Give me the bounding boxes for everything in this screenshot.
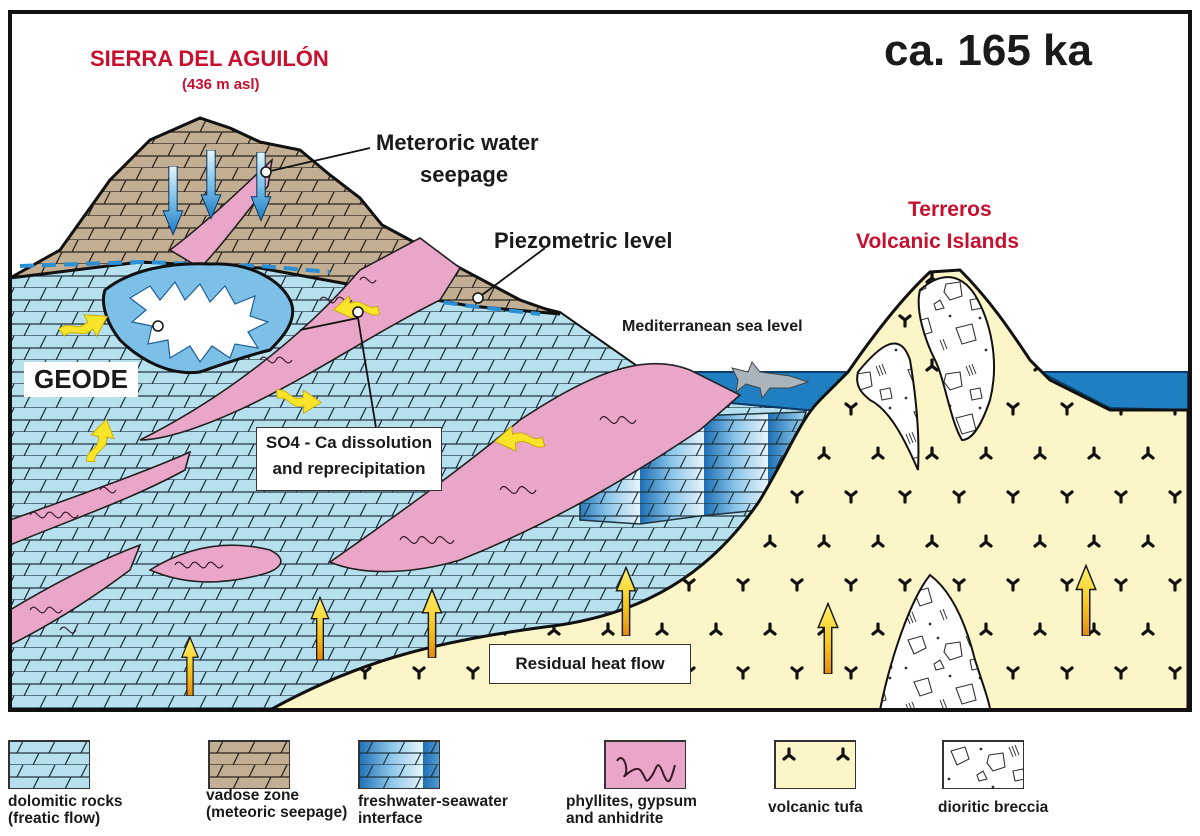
so4-label-line1: SO4 - Ca dissolution [265,433,433,452]
legend-sublabel: (meteoric seepage) [206,804,348,821]
sea-level-label: Mediterranean sea level [622,318,803,335]
legend-label: freshwater-seawater [358,793,508,810]
phyllite-gypsum-anhydrite-bands [9,157,742,647]
frame-border [8,10,1192,712]
vadose-swatch-icon [208,740,290,789]
legend-dolomitic-rocks: dolomitic rocks (freatic flow) [8,740,123,827]
legend-dioritic-breccia: dioritic breccia [924,740,1048,816]
so4-label-line2: and reprecipitation [272,459,426,478]
legend-freshwater-seawater: freshwater-seawater interface [358,740,508,827]
dolomite-swatch-icon [8,740,90,789]
legend-label: phyllites, gypsum [566,793,697,810]
annotation-leader-lines [158,147,546,441]
phyllite-swatch-icon [604,740,686,789]
legend-sublabel: (freatic flow) [8,810,101,827]
mountain-name-label: SIERRA DEL AGUILÓN [90,46,329,71]
geode-label: GEODE [24,362,138,397]
geode [102,262,295,375]
interface-swatch-icon [358,740,440,789]
so4-ca-dissolution-box: SO4 - Ca dissolution and reprecipitation [256,427,442,491]
legend-phyllites: phyllites, gypsum and anhidrite [566,740,697,827]
legend-label: dolomitic rocks [8,793,123,810]
phyllite-squiggles [29,276,637,634]
legend-vadose-zone: vadose zone (meteoric seepage) [206,740,347,821]
meteoric-seepage-label-line1: Meteroric water [376,130,539,155]
dioritic-breccia-bodies [856,276,996,711]
meteoric-seepage-label-line2: seepage [420,162,509,187]
island-name-line2: Volcanic Islands [856,230,1020,253]
leader-line-anchors [152,166,484,332]
legend-label: dioritic breccia [938,799,1049,816]
mountain-elevation-label: (436 m asl) [182,76,260,93]
legend-label: vadose zone [206,787,300,804]
legend-sublabel: interface [358,810,423,827]
island-name-line1: Terreros [908,198,992,221]
legend-label: volcanic tufa [768,799,863,816]
shark-icon [731,361,810,400]
legend-volcanic-tufa: volcanic tufa [768,740,863,816]
residual-heat-flow-box: Residual heat flow [489,644,691,684]
legend-sublabel: and anhidrite [566,810,664,827]
piezometric-level-label: Piezometric level [494,228,673,253]
age-label: ca. 165 ka [884,26,1092,75]
breccia-swatch-icon [942,740,1024,789]
tufa-swatch-icon [774,740,856,789]
